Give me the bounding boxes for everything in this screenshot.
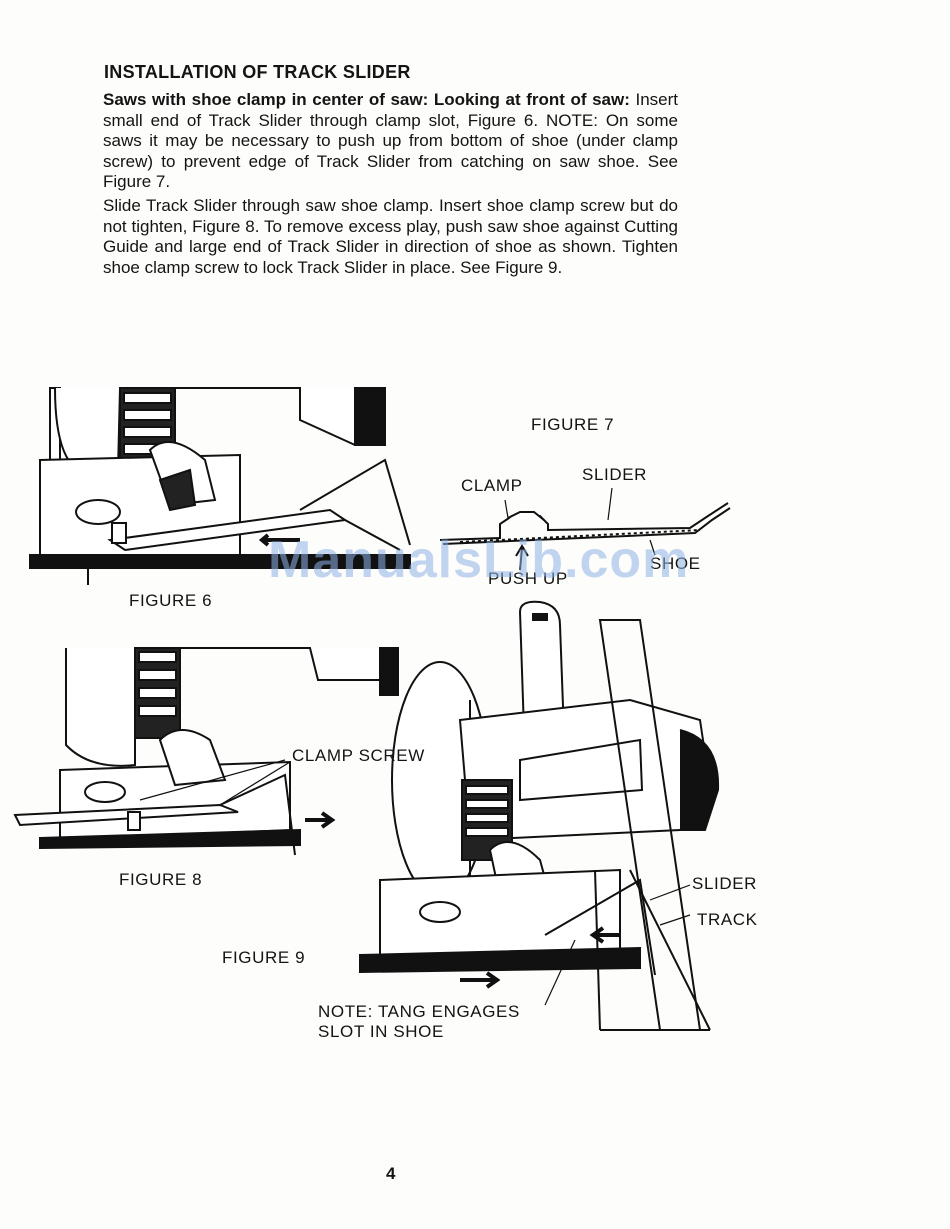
note-line-2: SLOT IN SHOE xyxy=(318,1022,444,1041)
page-number: 4 xyxy=(386,1164,396,1183)
paragraph-1-body: Insert small end of Track Slider through… xyxy=(103,90,678,191)
figure-8-caption: FIGURE 8 xyxy=(119,870,203,889)
clamp-label: CLAMP xyxy=(461,476,523,495)
figure-7-illustration xyxy=(439,487,731,571)
watermark: ManualsLib.com xyxy=(268,531,690,589)
shoe-label: SHOE xyxy=(650,554,701,573)
clamp-screw-label: CLAMP SCREW xyxy=(292,746,425,765)
track-label: TRACK xyxy=(697,910,758,929)
figure-9-caption: FIGURE 9 xyxy=(222,948,306,967)
figure-9-illustration xyxy=(359,600,720,1031)
instruction-paragraph-1: Saws with shoe clamp in center of saw: L… xyxy=(103,90,678,193)
figure-7-caption: FIGURE 7 xyxy=(531,415,615,434)
figure-6-caption: FIGURE 6 xyxy=(129,591,213,610)
paragraph-bold-lead: Saws with shoe clamp in center of saw: L… xyxy=(103,90,630,109)
section-heading: INSTALLATION OF TRACK SLIDER xyxy=(104,62,411,82)
slider-label: SLIDER xyxy=(582,465,648,484)
slider-label-fig9: SLIDER xyxy=(692,874,758,893)
figure-8-illustration xyxy=(13,647,399,856)
instruction-paragraph-2: Slide Track Slider through saw shoe clam… xyxy=(103,196,678,277)
figure-6-illustration xyxy=(29,387,411,585)
note-line-1: NOTE: TANG ENGAGES xyxy=(318,1002,520,1021)
push-up-label: PUSH UP xyxy=(488,569,568,588)
